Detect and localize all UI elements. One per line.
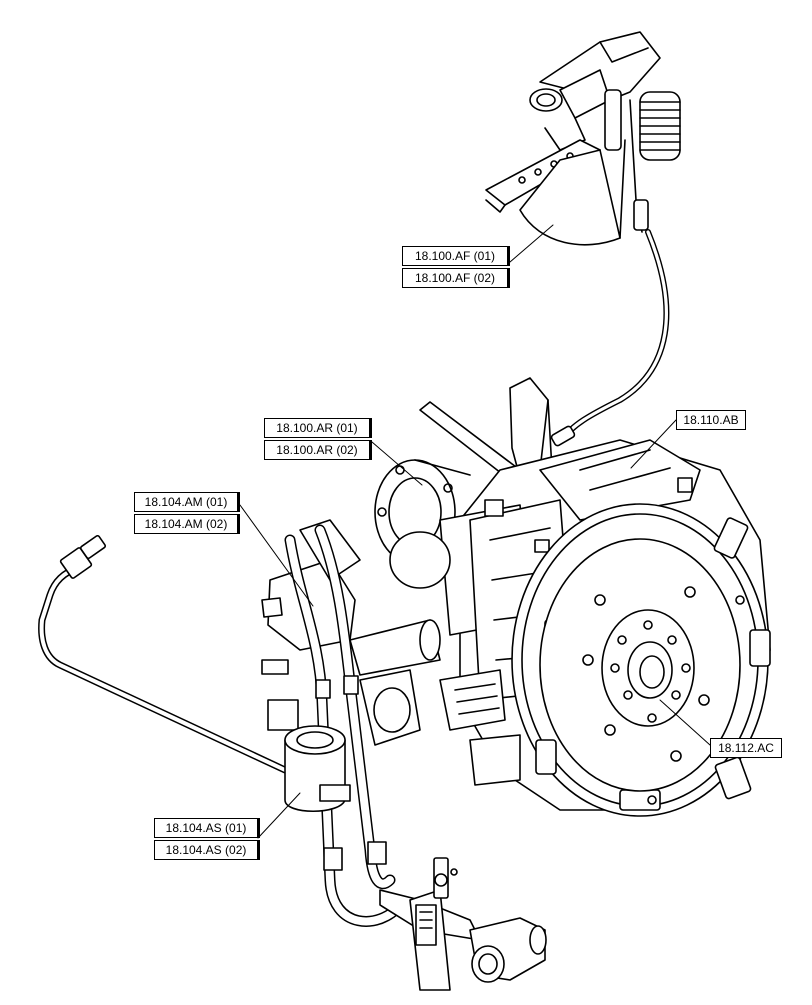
callout-18-110-ab[interactable]: 18.110.AB xyxy=(676,410,746,430)
elbow-fitting xyxy=(469,917,547,983)
callout-18-104-am-02[interactable]: 18.104.AM (02) xyxy=(134,514,240,534)
callout-18-112-ac[interactable]: 18.112.AC xyxy=(710,738,782,758)
clutch-housing xyxy=(374,439,771,817)
pedal-assembly xyxy=(485,31,681,246)
callout-18-100-af-02[interactable]: 18.100.AF (02) xyxy=(402,268,510,288)
clutch-cable xyxy=(550,99,670,447)
return-spring xyxy=(639,91,681,161)
hydraulic-pipe xyxy=(38,534,289,774)
hydraulic-hoses xyxy=(284,524,406,927)
callout-18-104-as-02[interactable]: 18.104.AS (02) xyxy=(154,840,260,860)
callout-18-100-ar-01[interactable]: 18.100.AR (01) xyxy=(264,418,372,438)
callout-18-100-af-01[interactable]: 18.100.AF (01) xyxy=(402,246,510,266)
callout-18-100-ar-02[interactable]: 18.100.AR (02) xyxy=(264,440,372,460)
release-lever xyxy=(419,377,553,481)
pipe-fitting xyxy=(59,534,107,579)
clutch-hub xyxy=(601,609,695,727)
callout-18-104-am-01[interactable]: 18.104.AM (01) xyxy=(134,492,240,512)
callout-18-104-as-01[interactable]: 18.104.AS (01) xyxy=(154,818,260,838)
leader-lines xyxy=(239,224,711,839)
